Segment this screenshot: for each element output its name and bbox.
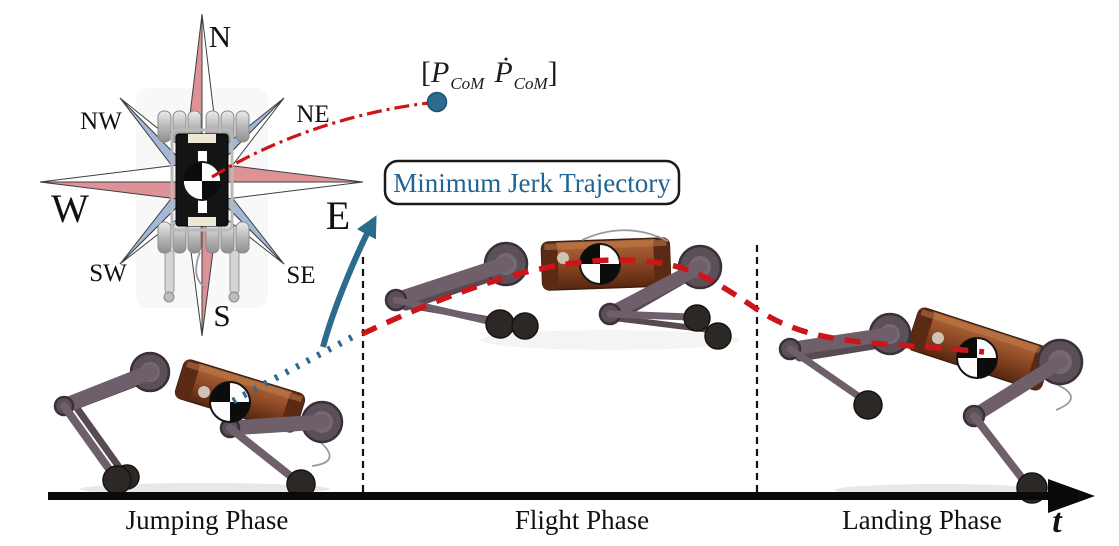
body-grommet (557, 252, 569, 264)
flight-body (540, 237, 672, 291)
chassis-plate (188, 217, 216, 226)
compass-label-ne: NE (296, 101, 329, 128)
compass-label-n: N (209, 19, 231, 54)
rear-upper-leg (967, 355, 1067, 423)
far-front-lower-leg (70, 400, 128, 478)
com-symbol (956, 337, 998, 379)
robot-top-foot (228, 291, 240, 303)
rear-foot-far (704, 322, 732, 350)
top-cable-arc (581, 229, 669, 242)
minimum-jerk-box-frame (383, 159, 681, 206)
ground-line (48, 492, 1048, 500)
chassis-slot (198, 151, 207, 169)
phase-label-jumping: Jumping Phase (126, 505, 289, 535)
robot-top-view (157, 110, 250, 303)
front-lower-leg (392, 296, 496, 326)
minimum-jerk-box: Minimum Jerk Trajectory (383, 159, 681, 206)
front-foot (102, 465, 132, 495)
rear-upper-leg (222, 414, 330, 436)
rear-upper-leg (603, 260, 707, 321)
com-symbol (209, 381, 251, 423)
body-grommet (932, 332, 944, 344)
chassis-frame (170, 128, 234, 232)
compass-label-nw: NW (80, 108, 122, 135)
rear-cable-loop (1055, 383, 1072, 411)
robot-landing (778, 307, 1084, 504)
front-foot (853, 390, 883, 420)
compass-label-se: SE (286, 262, 315, 289)
rear-lower-leg (970, 412, 1032, 490)
compass-label-w: W (51, 186, 89, 231)
robot-top-leg (164, 249, 175, 295)
chassis-slot (198, 195, 207, 213)
robot-jumping (53, 351, 344, 499)
com-state-marker-dot (426, 91, 448, 113)
front-upper-leg (388, 256, 514, 308)
flight-robot-halo (480, 330, 740, 350)
compass-label-e: E (326, 193, 350, 238)
minimum-jerk-label: Minimum Jerk Trajectory (393, 168, 671, 198)
com-trajectory-dashed (360, 257, 985, 355)
minimum-jerk-arrow (320, 215, 377, 348)
compass-rose: N NE E SE S SW W NW (39, 13, 364, 337)
front-upper-leg (783, 327, 897, 356)
body-grommet (198, 386, 210, 398)
front-lower-leg (786, 345, 868, 404)
com-symbol (579, 243, 621, 285)
time-axis-arrowhead (1048, 479, 1095, 513)
front-lower-leg (60, 402, 118, 480)
time-axis-label: t (1052, 503, 1063, 540)
robot-flight (384, 229, 732, 350)
com-state-dashdot-line (211, 101, 430, 179)
robot-top-leg (229, 249, 240, 295)
compass-label-sw: SW (89, 260, 127, 287)
rear-cable-loop (311, 439, 331, 467)
front-foot (485, 309, 515, 339)
front-upper-leg (56, 364, 158, 414)
front-foot-far (511, 312, 539, 340)
chassis-plate (188, 134, 216, 143)
cable (195, 251, 207, 289)
phase-label-flight: Flight Phase (515, 505, 649, 535)
rear-foot (683, 304, 711, 332)
compass-label-s: S (213, 298, 230, 333)
com-symbol (181, 160, 223, 202)
rear-lower-leg (606, 310, 694, 321)
rear-lower-leg (226, 424, 302, 486)
phase-label-landing: Landing Phase (842, 505, 1002, 535)
robot-top-foot (163, 291, 175, 303)
ground-axis (48, 479, 1095, 513)
